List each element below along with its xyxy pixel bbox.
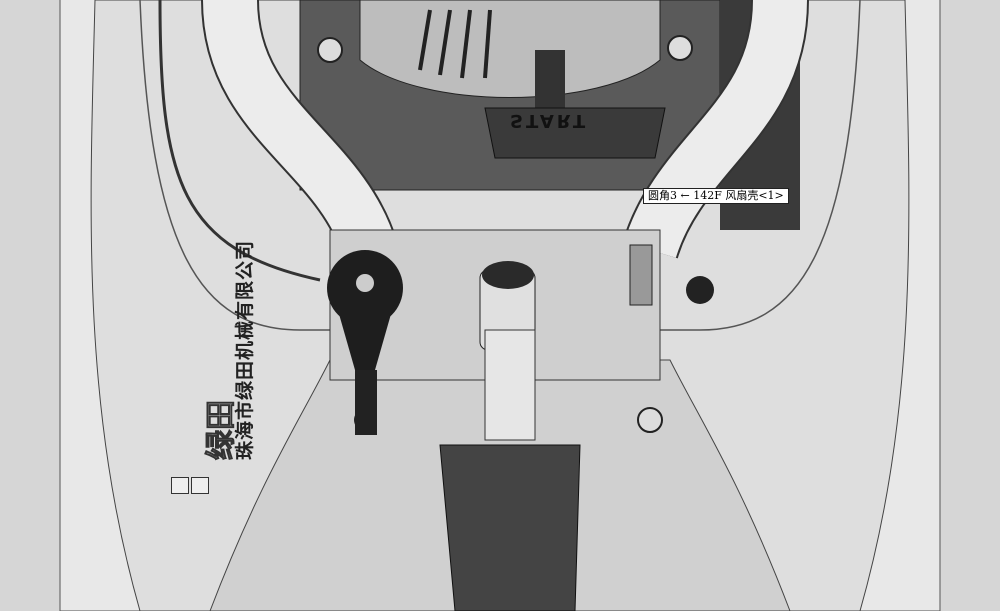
selection-tooltip: 圆角3 ← 142F 风扇壳<1> — [643, 188, 789, 204]
start-label: START — [510, 110, 589, 131]
start-handle — [484, 107, 666, 159]
exhaust-duct — [439, 444, 581, 611]
fan-cover — [359, 0, 661, 98]
brand-logo-mark — [170, 476, 210, 512]
company-name: 珠海市绿田机械有限公司 — [234, 239, 256, 460]
